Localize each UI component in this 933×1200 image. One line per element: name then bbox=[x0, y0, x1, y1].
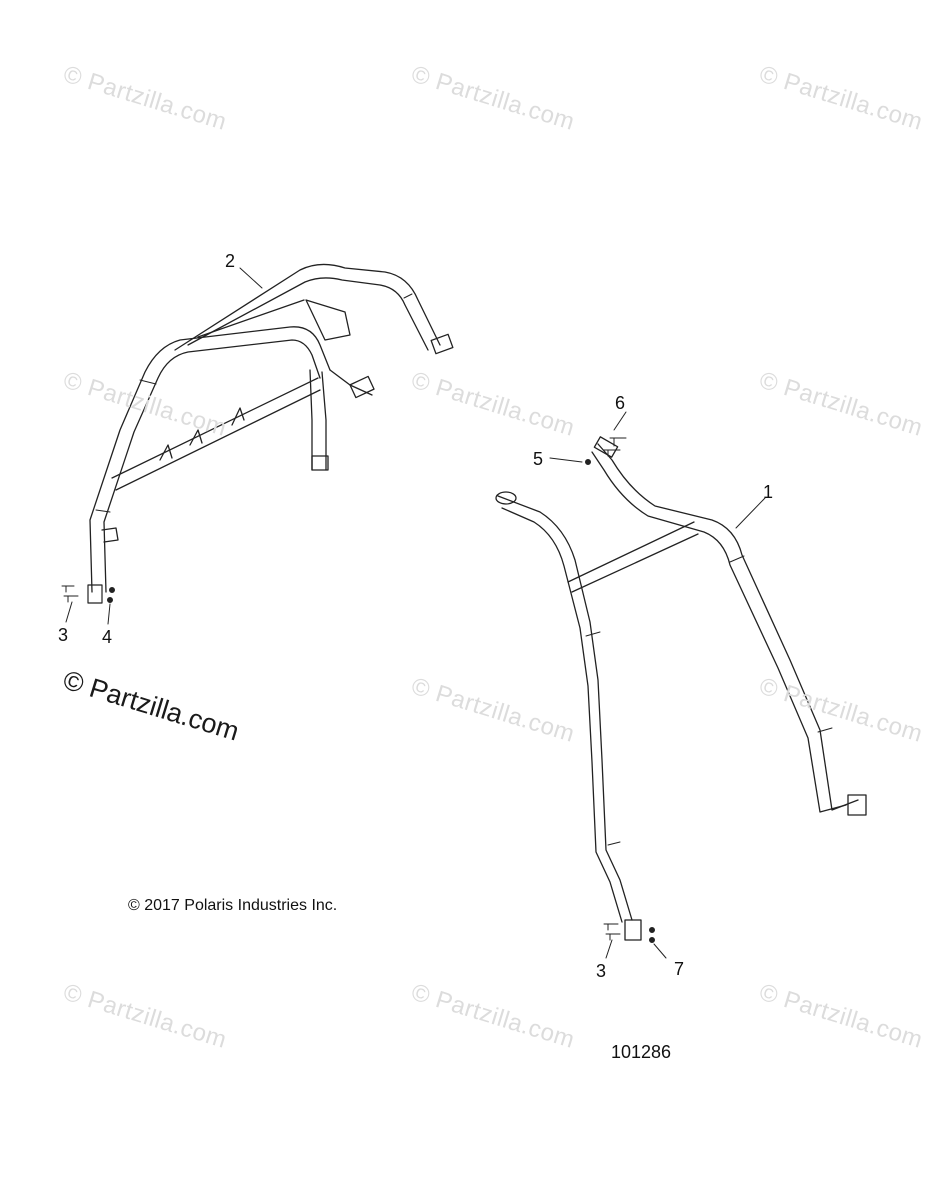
hardware-3-7-right bbox=[603, 923, 667, 959]
figure-id: 101286 bbox=[611, 1042, 672, 1062]
callout-1: 1 bbox=[763, 482, 774, 502]
hardware-5-6 bbox=[549, 411, 627, 465]
callout-7: 7 bbox=[674, 959, 685, 979]
part-2-rear-cage bbox=[87, 263, 454, 604]
callout-4: 4 bbox=[102, 627, 113, 647]
callout-3-left: 3 bbox=[58, 625, 69, 645]
hardware-3-4-left bbox=[61, 585, 115, 625]
part-1-front-cage bbox=[495, 436, 867, 941]
callout-6: 6 bbox=[615, 393, 626, 413]
callout-2: 2 bbox=[225, 251, 236, 271]
copyright-notice: © 2017 Polaris Industries Inc. bbox=[128, 897, 338, 914]
callout-3-right: 3 bbox=[596, 961, 607, 981]
callout-5: 5 bbox=[533, 449, 544, 469]
